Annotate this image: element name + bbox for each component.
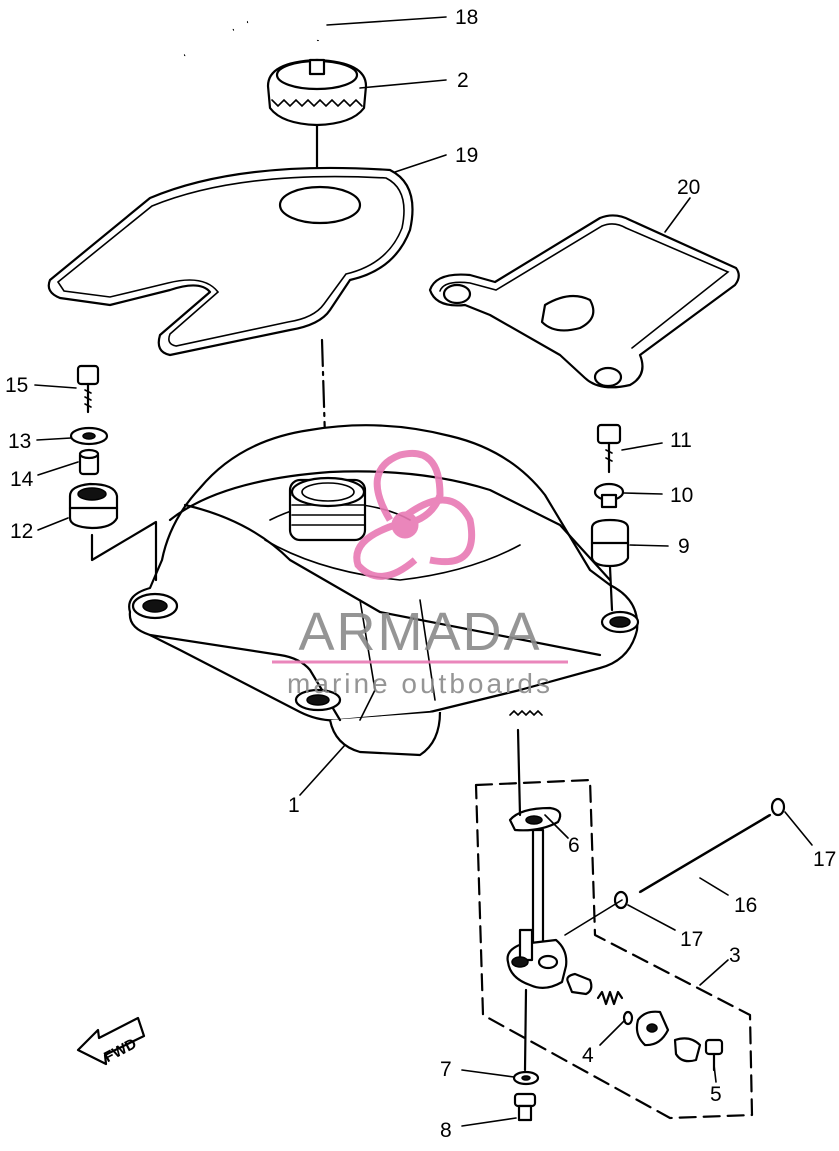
callout-2: 2 (457, 69, 469, 92)
callout-9: 9 (678, 535, 690, 558)
callout-12: 12 (10, 520, 33, 543)
watermark: ARMADA marine outboards (272, 450, 568, 699)
fuel-cock-assembly (474, 728, 754, 1122)
callout-17b: 17 (680, 928, 703, 951)
callout-16: 16 (734, 894, 757, 917)
callout-10: 10 (670, 484, 693, 507)
callout-6: 6 (568, 834, 580, 857)
callout-7: 7 (440, 1058, 452, 1081)
side-gasket (428, 214, 740, 389)
right-mount-hardware (590, 423, 630, 612)
callout-18: 18 (455, 6, 478, 29)
callout-13: 13 (8, 430, 31, 453)
callout-8: 8 (440, 1119, 452, 1142)
left-mount-hardware (68, 364, 158, 582)
armada-logo (353, 450, 476, 580)
callout-4: 4 (582, 1044, 594, 1067)
callout-20: 20 (677, 176, 700, 199)
callout-3: 3 (729, 944, 741, 967)
fwd-arrow-icon: FWD (76, 1016, 146, 1066)
callout-11: 11 (670, 429, 692, 452)
leader-lines (34, 16, 813, 1127)
callout-5: 5 (710, 1083, 722, 1106)
callout-1: 1 (288, 794, 300, 817)
callout-15: 15 (5, 374, 28, 397)
callout-19: 19 (455, 144, 478, 167)
tank-top-gasket (47, 166, 414, 357)
fuel-tank (128, 424, 640, 757)
watermark-brand: ARMADA (298, 602, 541, 662)
callout-17a: 17 (813, 848, 836, 871)
callout-14: 14 (10, 468, 34, 491)
fuel-hose (613, 797, 786, 910)
watermark-tagline: marine outboards (287, 668, 553, 699)
breather-hose (183, 8, 324, 58)
fuel-cap (266, 58, 368, 207)
callout-numbers: 18 2 19 20 15 13 14 12 11 10 9 1 6 17 16… (5, 6, 836, 1142)
